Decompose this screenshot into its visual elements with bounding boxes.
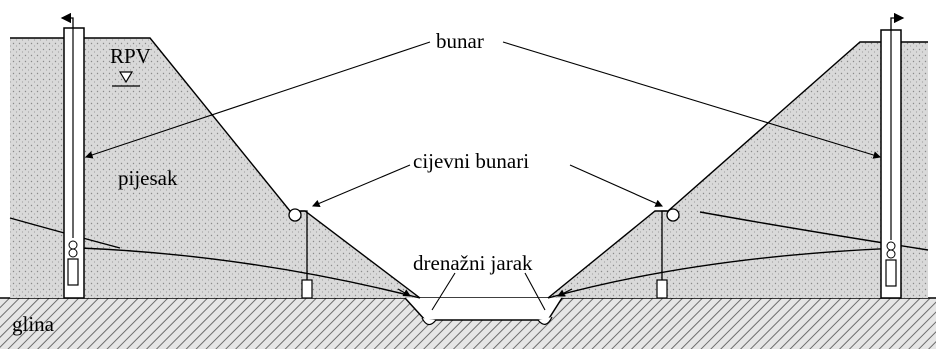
- tube-well-left: [288, 208, 313, 299]
- leader-lines: [84, 41, 882, 311]
- sand-embankment-right: [547, 41, 928, 299]
- flow-arrows: [397, 288, 573, 297]
- water-table-left-upper: [9, 217, 121, 249]
- deep-well-left: [60, 12, 85, 299]
- water-table-left-lower: [79, 247, 421, 299]
- drainage-ditch: [404, 297, 563, 326]
- deep-well-right: [880, 12, 905, 299]
- label-drenazni-jarak: drenažni jarak: [413, 251, 533, 275]
- label-rpv: RPV: [110, 44, 151, 68]
- label-glina: glina: [12, 312, 55, 336]
- label-bunar: bunar: [436, 29, 484, 53]
- label-pijesak: pijesak: [118, 166, 178, 190]
- tube-well-right: [656, 208, 680, 299]
- label-cijevni-bunari: cijevni bunari: [413, 149, 529, 173]
- water-table-right-lower: [547, 247, 901, 299]
- rpv-marker-icon: [112, 71, 140, 87]
